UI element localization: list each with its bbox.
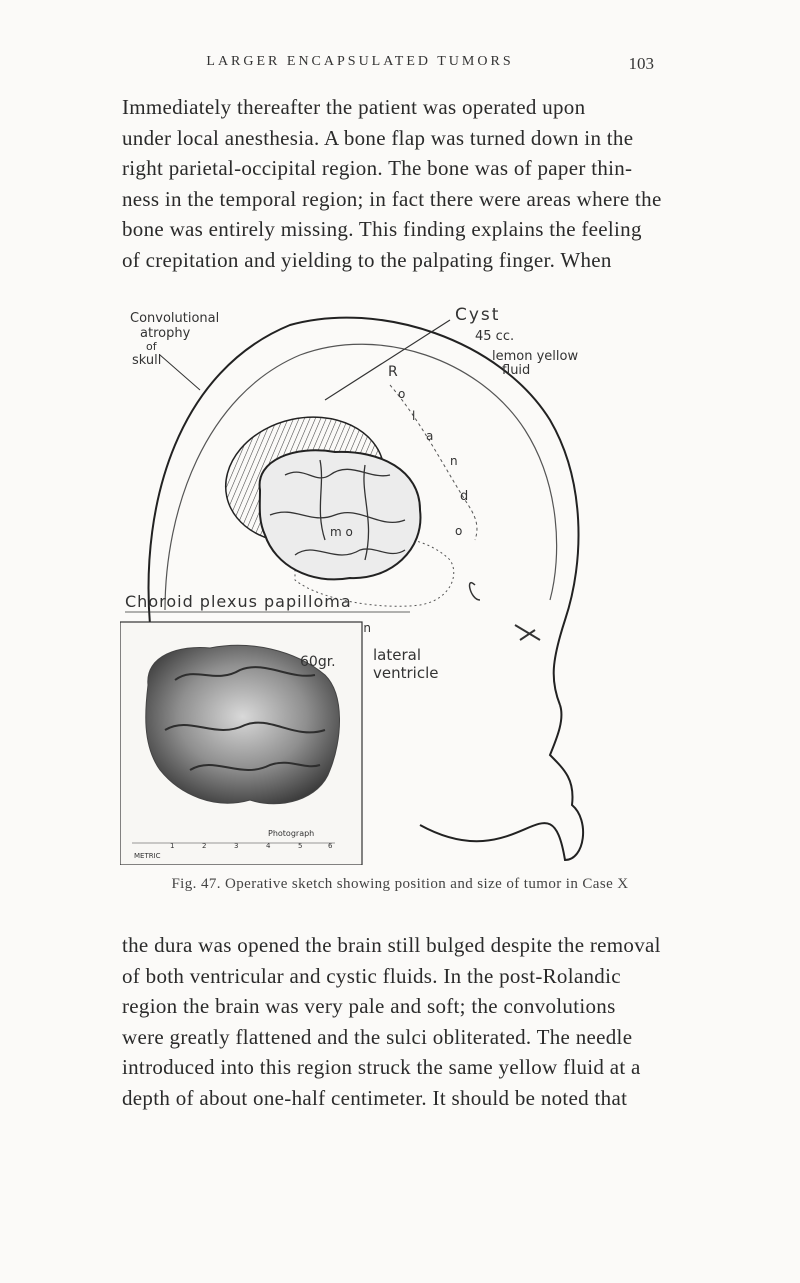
label-of: of xyxy=(146,340,158,353)
scale-mark: 3 xyxy=(234,842,238,850)
leader-convolutional xyxy=(159,354,201,391)
tumor-lobules xyxy=(269,459,406,561)
rolando-letter: o xyxy=(398,387,405,401)
photo-weight-label: 60gr. xyxy=(300,654,336,670)
text-line: right parietal-occipital region. The bon… xyxy=(122,156,633,180)
ear-mark xyxy=(468,582,481,601)
skull-outline xyxy=(147,316,580,706)
rolando-letter: n xyxy=(450,454,458,468)
label-cyst-fluid-2: fluid xyxy=(502,363,530,378)
running-head: LARGER ENCAPSULATED TUMORS xyxy=(206,54,514,69)
rolandic-fissure xyxy=(389,384,478,541)
text-line: ness in the temporal region; in fact the… xyxy=(122,186,662,211)
text-line: under local anesthesia. A bone flap was … xyxy=(122,125,634,150)
photo-credit: Photograph xyxy=(268,829,314,838)
eye-mark xyxy=(514,624,541,641)
text-line: of crepitation and yielding to the palpa… xyxy=(122,247,612,272)
rolando-letter: l xyxy=(412,409,415,423)
scale-mark: 5 xyxy=(298,842,302,850)
rolando-letter: d xyxy=(460,489,468,504)
tumor-drawing xyxy=(258,449,422,581)
scale-mark: 6 xyxy=(328,842,333,850)
text-line: the dura was opened the brain still bulg… xyxy=(122,933,661,957)
face-profile xyxy=(419,704,585,862)
operative-sketch-figure: Convolutional atrophy of skull Cyst 45 c… xyxy=(120,300,610,865)
label-in: in xyxy=(360,621,371,635)
label-cyst-fluid-1: lemon yellow xyxy=(492,349,578,364)
page-number: 103 xyxy=(628,54,655,73)
photo-lobules xyxy=(164,666,326,771)
label-choroid-plexus: Choroid plexus papilloma xyxy=(125,592,352,611)
label-cyst-volume: 45 cc. xyxy=(475,329,514,344)
scale-mark: 4 xyxy=(266,842,271,850)
label-atrophy: atrophy xyxy=(140,326,191,341)
label-lateral: lateral xyxy=(373,646,421,664)
text-line: introduced into this region struck the s… xyxy=(122,1055,641,1079)
scale-mark: 1 xyxy=(170,842,174,850)
figure-caption: Fig. 47. Operative sketch showing positi… xyxy=(171,876,629,892)
rolando-letter: a xyxy=(426,429,433,443)
page-header: LARGER ENCAPSULATED TUMORS 103 xyxy=(0,54,800,84)
rolando-letter: R xyxy=(388,364,398,380)
operative-sketch-svg: Convolutional atrophy of skull Cyst 45 c… xyxy=(120,305,585,865)
text-line: of both ventricular and cystic fluids. I… xyxy=(122,963,621,988)
body-paragraph-bottom: the dura was opened the brain still bulg… xyxy=(122,930,678,1113)
text-line: Immediately thereafter the patient was o… xyxy=(122,95,586,119)
label-skull: skull xyxy=(132,353,161,368)
text-line: bone was entirely missing. This finding … xyxy=(122,217,642,241)
label-cyst: Cyst xyxy=(455,305,500,325)
rolando-letter: o xyxy=(455,524,462,538)
scale-mark: 2 xyxy=(202,842,206,850)
text-line: region the brain was very pale and soft;… xyxy=(122,994,616,1018)
metric-label: METRIC xyxy=(134,852,161,860)
label-convolutional: Convolutional xyxy=(130,311,219,326)
tumor-letters: m o xyxy=(330,525,353,539)
body-paragraph-top: Immediately thereafter the patient was o… xyxy=(122,92,678,275)
leader-cyst xyxy=(324,319,451,401)
label-ventricle: ventricle xyxy=(373,664,438,682)
text-line: depth of about one-half centimeter. It s… xyxy=(122,1085,628,1110)
dura-line xyxy=(164,343,558,611)
text-line: were greatly flattened and the sulci obl… xyxy=(122,1024,633,1049)
